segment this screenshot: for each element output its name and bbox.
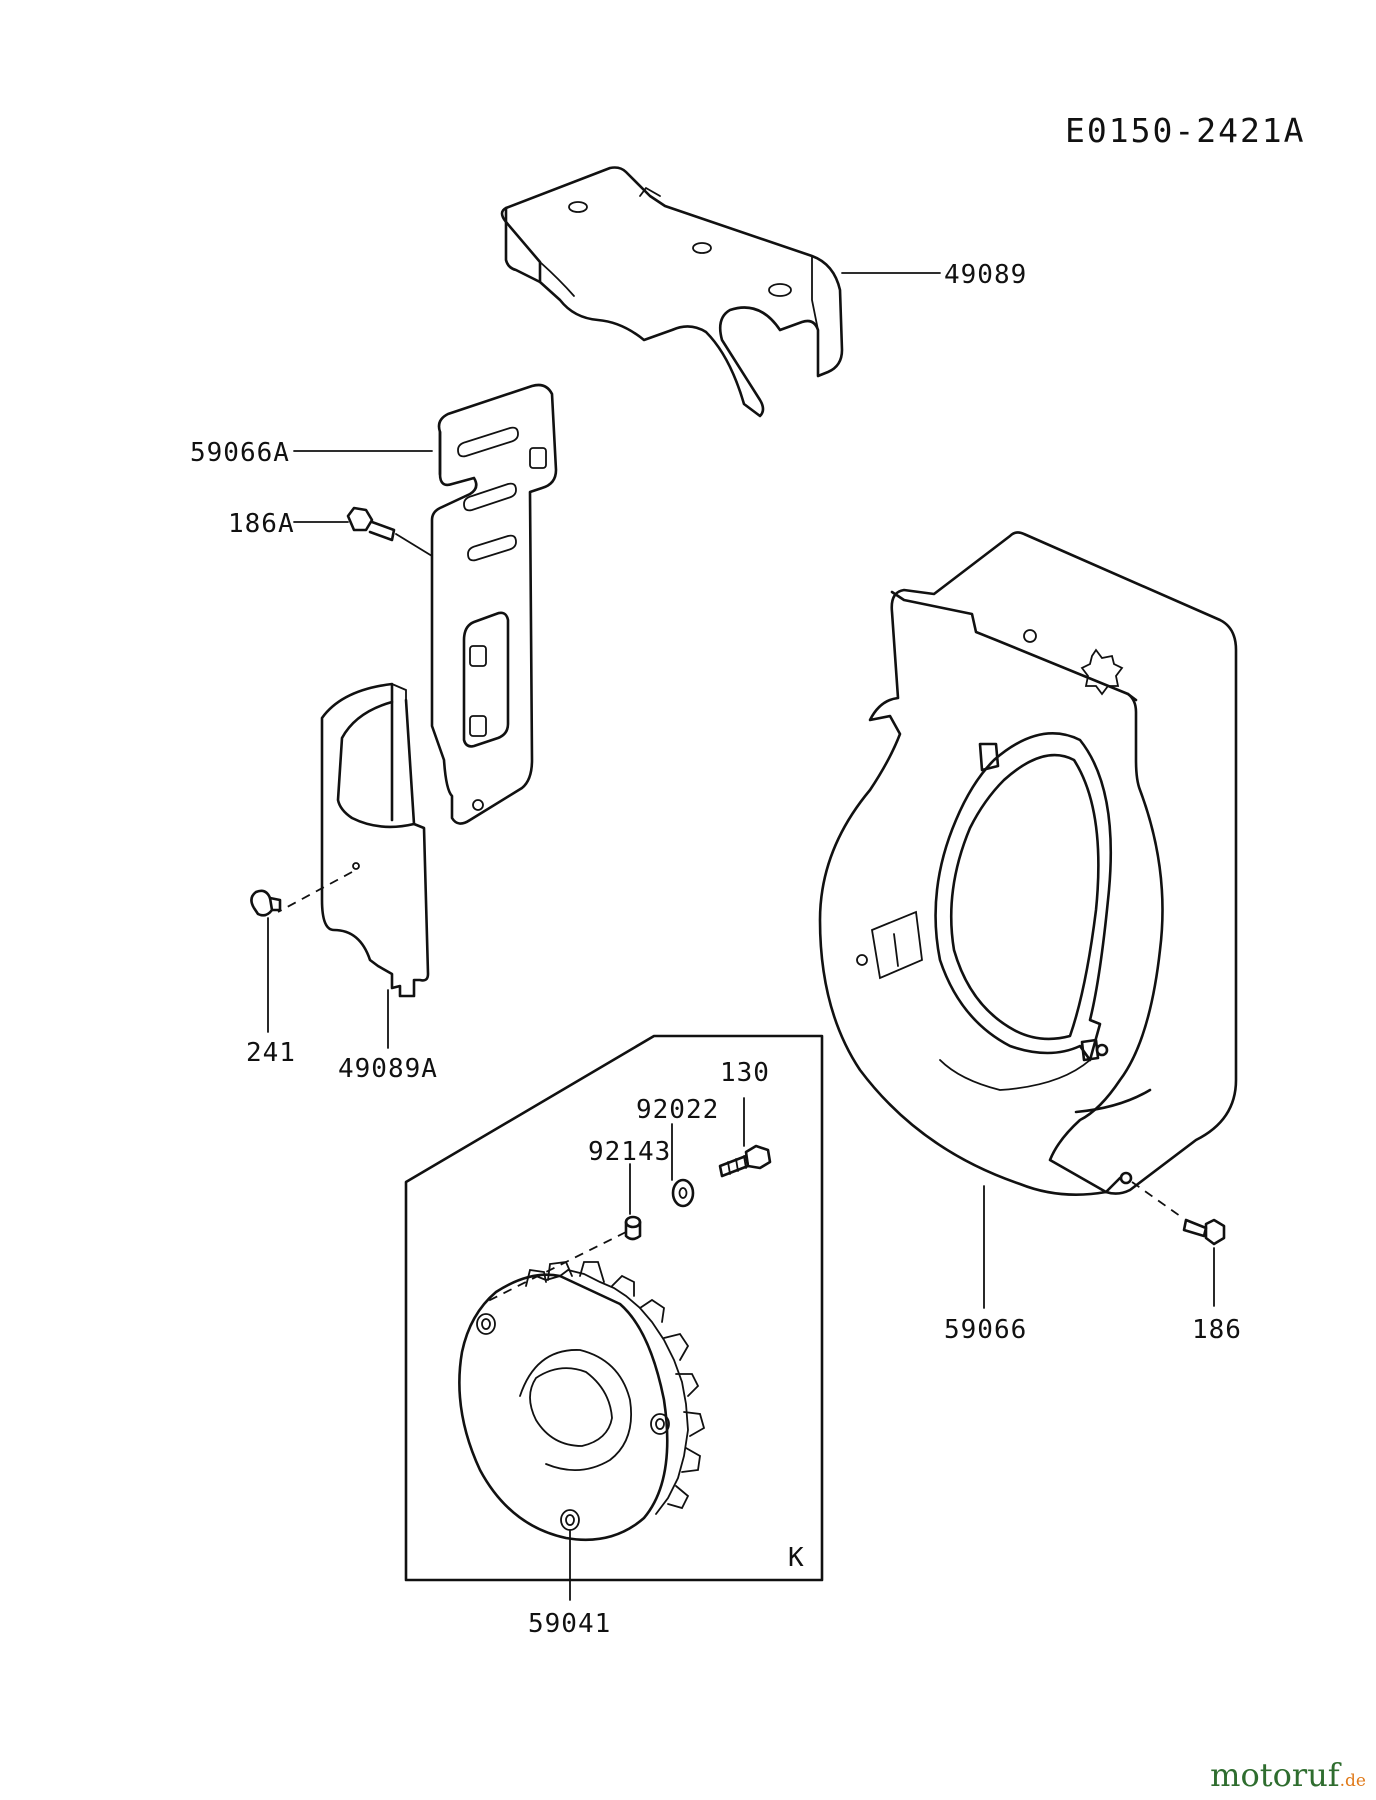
label-186A: 186A bbox=[228, 509, 295, 539]
part-130-bolt bbox=[718, 1097, 772, 1178]
part-49089-cover bbox=[500, 166, 941, 418]
watermark-suffix: .de bbox=[1339, 1771, 1366, 1791]
label-130: 130 bbox=[720, 1058, 770, 1088]
label-49089: 49089 bbox=[944, 260, 1027, 290]
label-59066: 59066 bbox=[944, 1315, 1027, 1345]
part-92022-washer bbox=[671, 1123, 695, 1208]
label-92143: 92143 bbox=[588, 1137, 671, 1167]
label-59041: 59041 bbox=[528, 1609, 611, 1639]
part-186A-bolt bbox=[293, 506, 433, 557]
label-49089A: 49089A bbox=[338, 1054, 438, 1084]
part-59066-fan-housing bbox=[818, 531, 1238, 1309]
part-92143-collar bbox=[485, 1163, 642, 1303]
kit-frame-letter: K bbox=[788, 1543, 805, 1573]
part-241-clip bbox=[250, 889, 282, 1033]
motoruf-watermark: motoruf.de bbox=[1210, 1756, 1366, 1794]
label-59066A: 59066A bbox=[190, 438, 290, 468]
watermark-brand: motoruf bbox=[1210, 1756, 1340, 1794]
label-92022: 92022 bbox=[636, 1095, 719, 1125]
diagram-code: E0150-2421A bbox=[1065, 111, 1306, 150]
kit-frame bbox=[404, 1034, 824, 1582]
part-59041-fan bbox=[458, 1261, 706, 1601]
part-49089A-shield bbox=[277, 682, 430, 1049]
label-241: 241 bbox=[246, 1038, 296, 1068]
part-59066A-bracket bbox=[293, 383, 558, 825]
part-186-bolt bbox=[1182, 1218, 1226, 1307]
label-186: 186 bbox=[1192, 1315, 1242, 1345]
